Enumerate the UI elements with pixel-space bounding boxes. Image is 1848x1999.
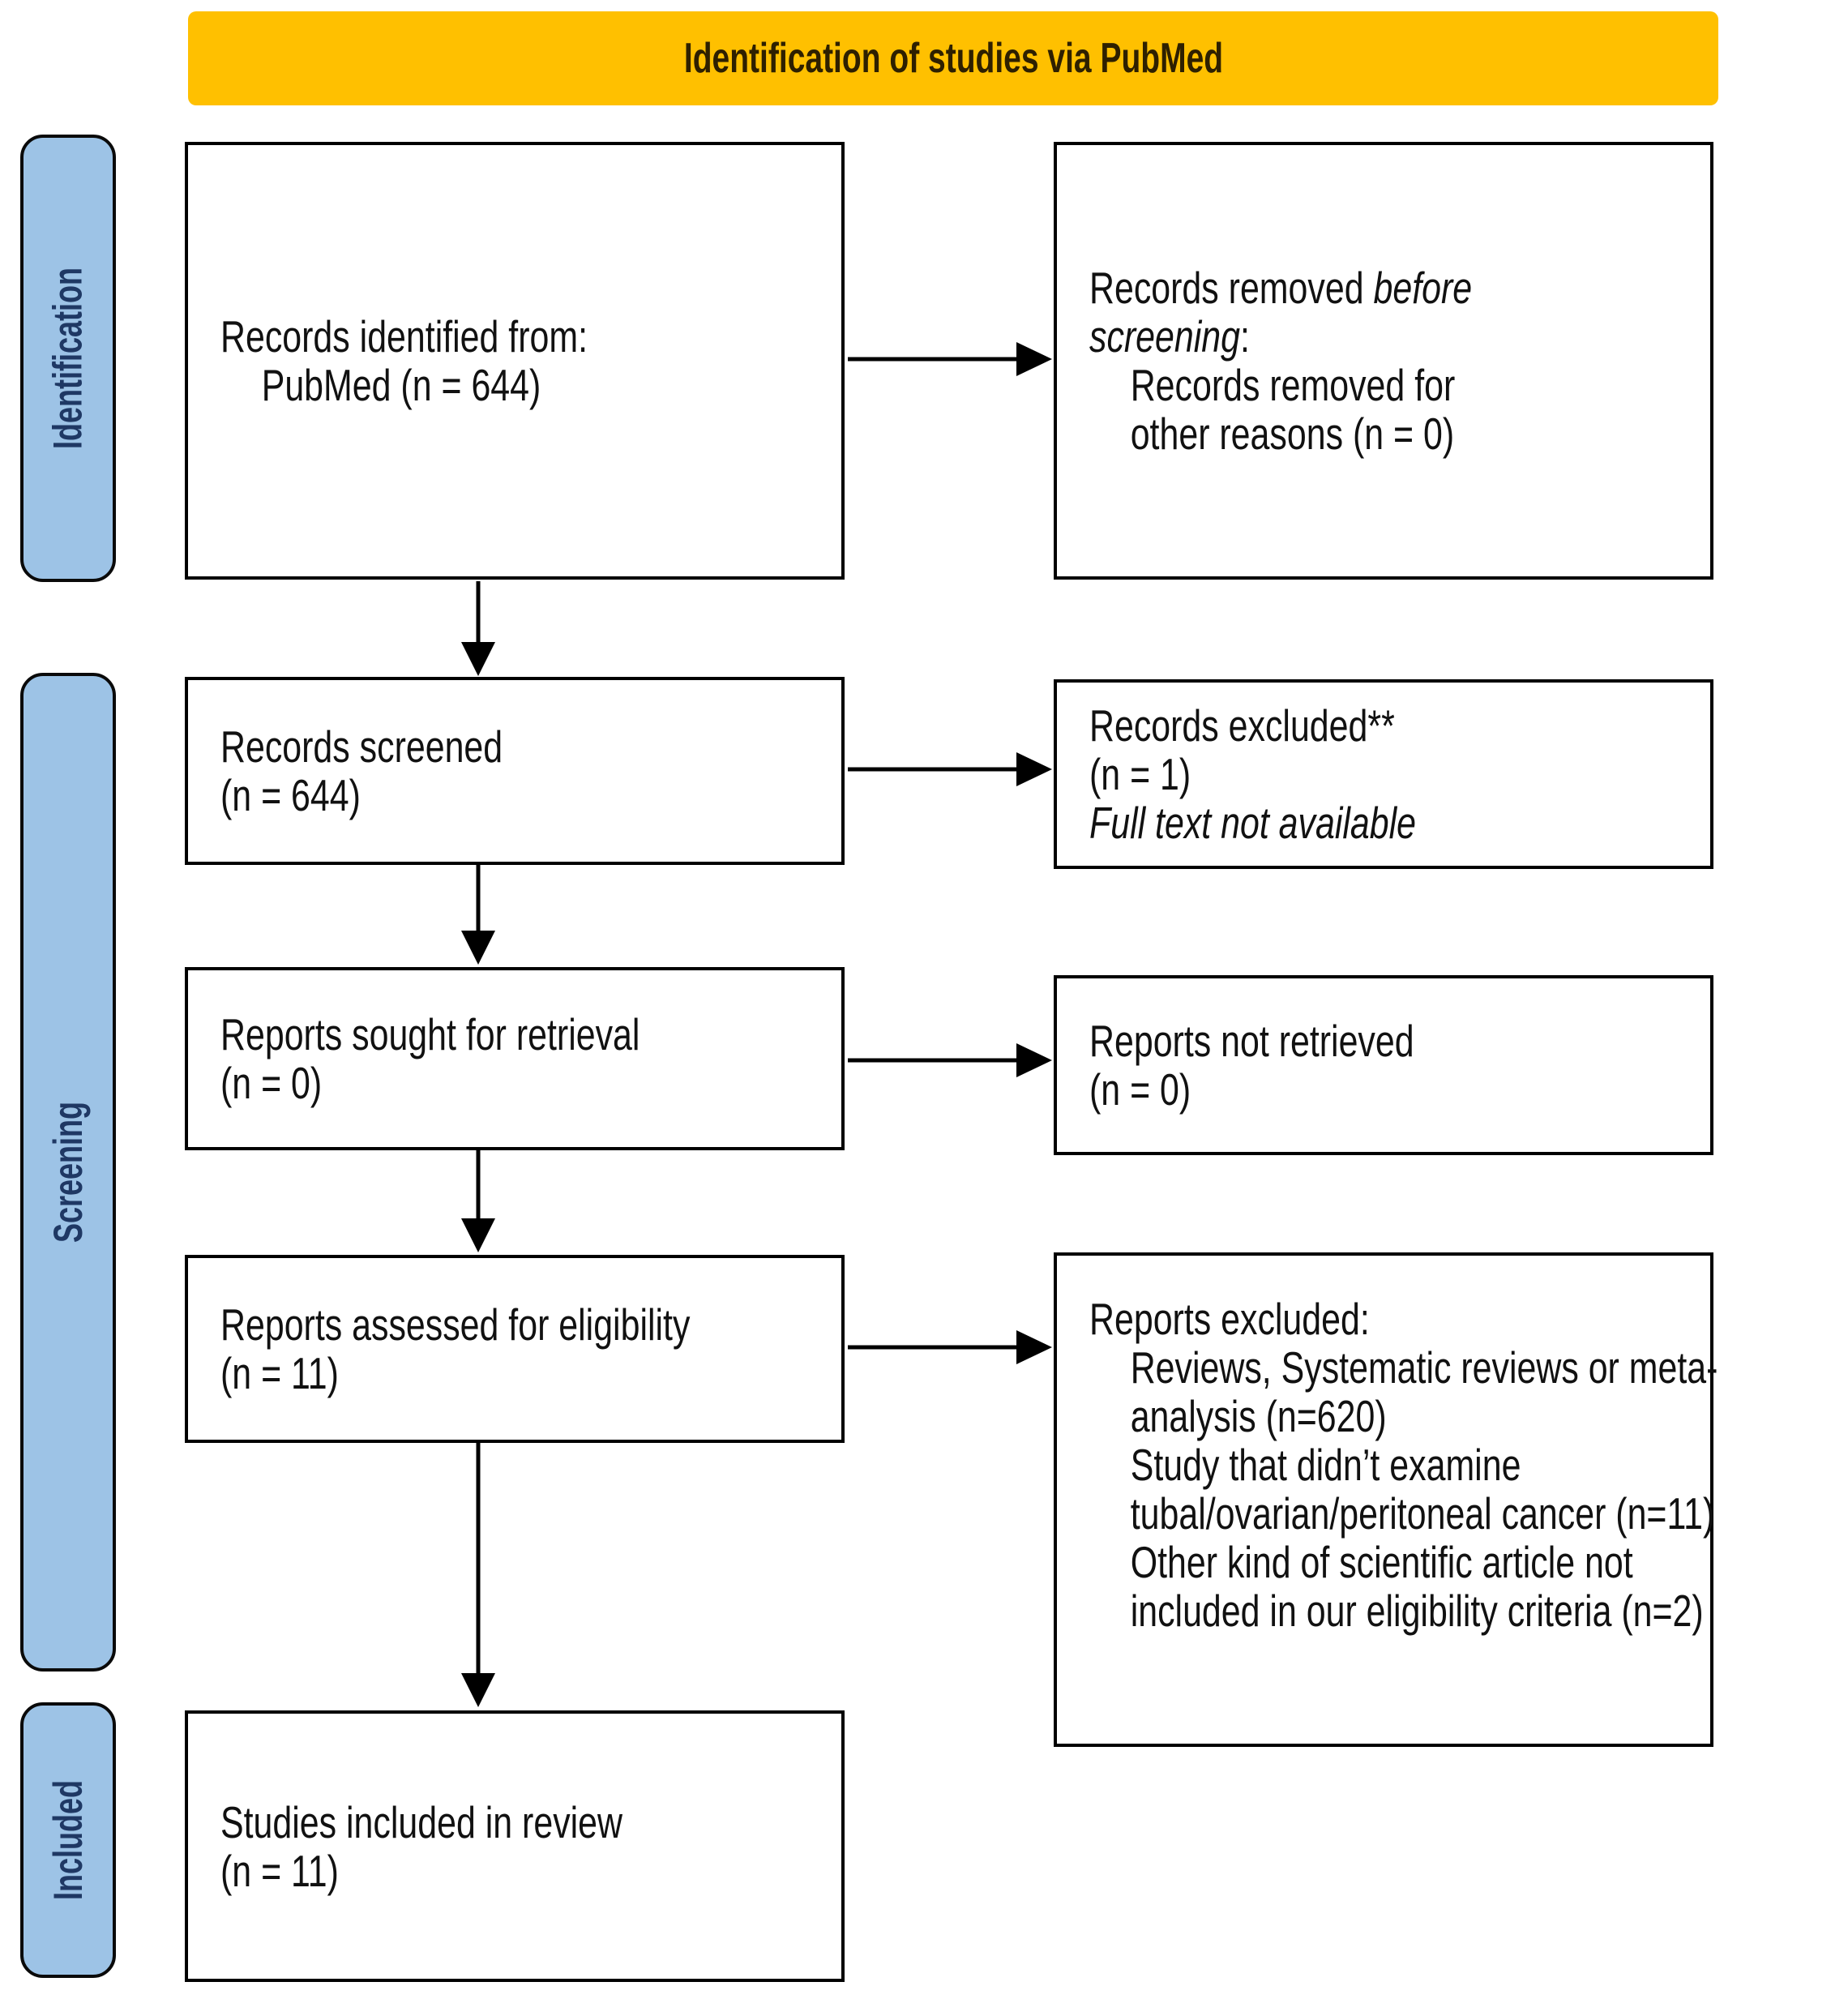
box-records-removed-before-screening: Records removed before screening: Record…: [1054, 142, 1713, 580]
arrow-screened-to-excluded: [848, 752, 1052, 786]
reports-sought-line2: (n = 0): [220, 1058, 323, 1108]
arrow-identified-to-screened: [461, 581, 495, 676]
reports-sought-line1: Reports sought for retrieval: [220, 1009, 640, 1059]
records-identified-line1: Records identified from:: [220, 311, 588, 362]
reports-excluded-item: Study that didn’t examine tubal/ovarian/…: [1130, 1440, 1715, 1539]
box-records-excluded: Records excluded** (n = 1) Full text not…: [1054, 679, 1713, 869]
arrow-assessed-to-included: [461, 1443, 495, 1707]
header-title: Identification of studies via PubMed: [683, 35, 1223, 82]
box-reports-sought: Reports sought for retrieval (n = 0): [185, 967, 845, 1150]
reports-assessed-line2: (n = 11): [220, 1348, 339, 1398]
studies-included-line2: (n = 11): [220, 1845, 339, 1896]
box-reports-assessed: Reports assessed for eligibility (n = 11…: [185, 1255, 845, 1443]
arrow-sought-to-not-retrieved: [848, 1043, 1052, 1077]
records-removed-reason: Records removed for other reasons (n = 0…: [1130, 360, 1456, 459]
stage-label-included: Included: [45, 1779, 92, 1901]
box-studies-included: Studies included in review (n = 11): [185, 1710, 845, 1982]
arrow-identified-to-removed: [848, 342, 1052, 376]
stage-bar-included: Included: [20, 1702, 116, 1978]
records-excluded-line1: Records excluded**: [1089, 700, 1395, 751]
reports-excluded-item: Other kind of scientific article not inc…: [1130, 1537, 1704, 1636]
box-records-identified: Records identified from: PubMed (n = 644…: [185, 142, 845, 580]
stage-label-identification: Identification: [45, 268, 92, 449]
box-reports-excluded: Reports excluded: Reviews, Systematic re…: [1054, 1252, 1718, 1747]
records-removed-heading: Records removed before screening:: [1089, 263, 1473, 362]
arrow-screened-to-sought: [461, 865, 495, 965]
stage-bar-screening: Screening: [20, 673, 116, 1672]
reports-excluded-item: Reviews, Systematic reviews or meta-anal…: [1130, 1342, 1718, 1441]
records-excluded-reason: Full text not available: [1089, 798, 1417, 848]
box-records-screened: Records screened (n = 644): [185, 677, 845, 865]
records-screened-line2: (n = 644): [220, 770, 361, 820]
box-reports-not-retrieved: Reports not retrieved (n = 0): [1054, 975, 1713, 1155]
arrow-assessed-to-reports-excluded: [848, 1330, 1052, 1364]
arrow-sought-to-assessed: [461, 1150, 495, 1252]
header-banner: Identification of studies via PubMed: [188, 11, 1718, 105]
reports-not-retrieved-line2: (n = 0): [1089, 1064, 1191, 1115]
records-screened-line1: Records screened: [220, 721, 503, 772]
records-excluded-line2: (n = 1): [1089, 749, 1191, 799]
stage-label-screening: Screening: [45, 1101, 91, 1243]
reports-assessed-line1: Reports assessed for eligibility: [220, 1299, 691, 1350]
records-identified-line2: PubMed (n = 644): [261, 360, 541, 410]
studies-included-line1: Studies included in review: [220, 1796, 623, 1847]
reports-excluded-title: Reports excluded:: [1089, 1294, 1370, 1344]
reports-not-retrieved-line1: Reports not retrieved: [1089, 1016, 1414, 1066]
stage-bar-identification: Identification: [20, 135, 116, 582]
